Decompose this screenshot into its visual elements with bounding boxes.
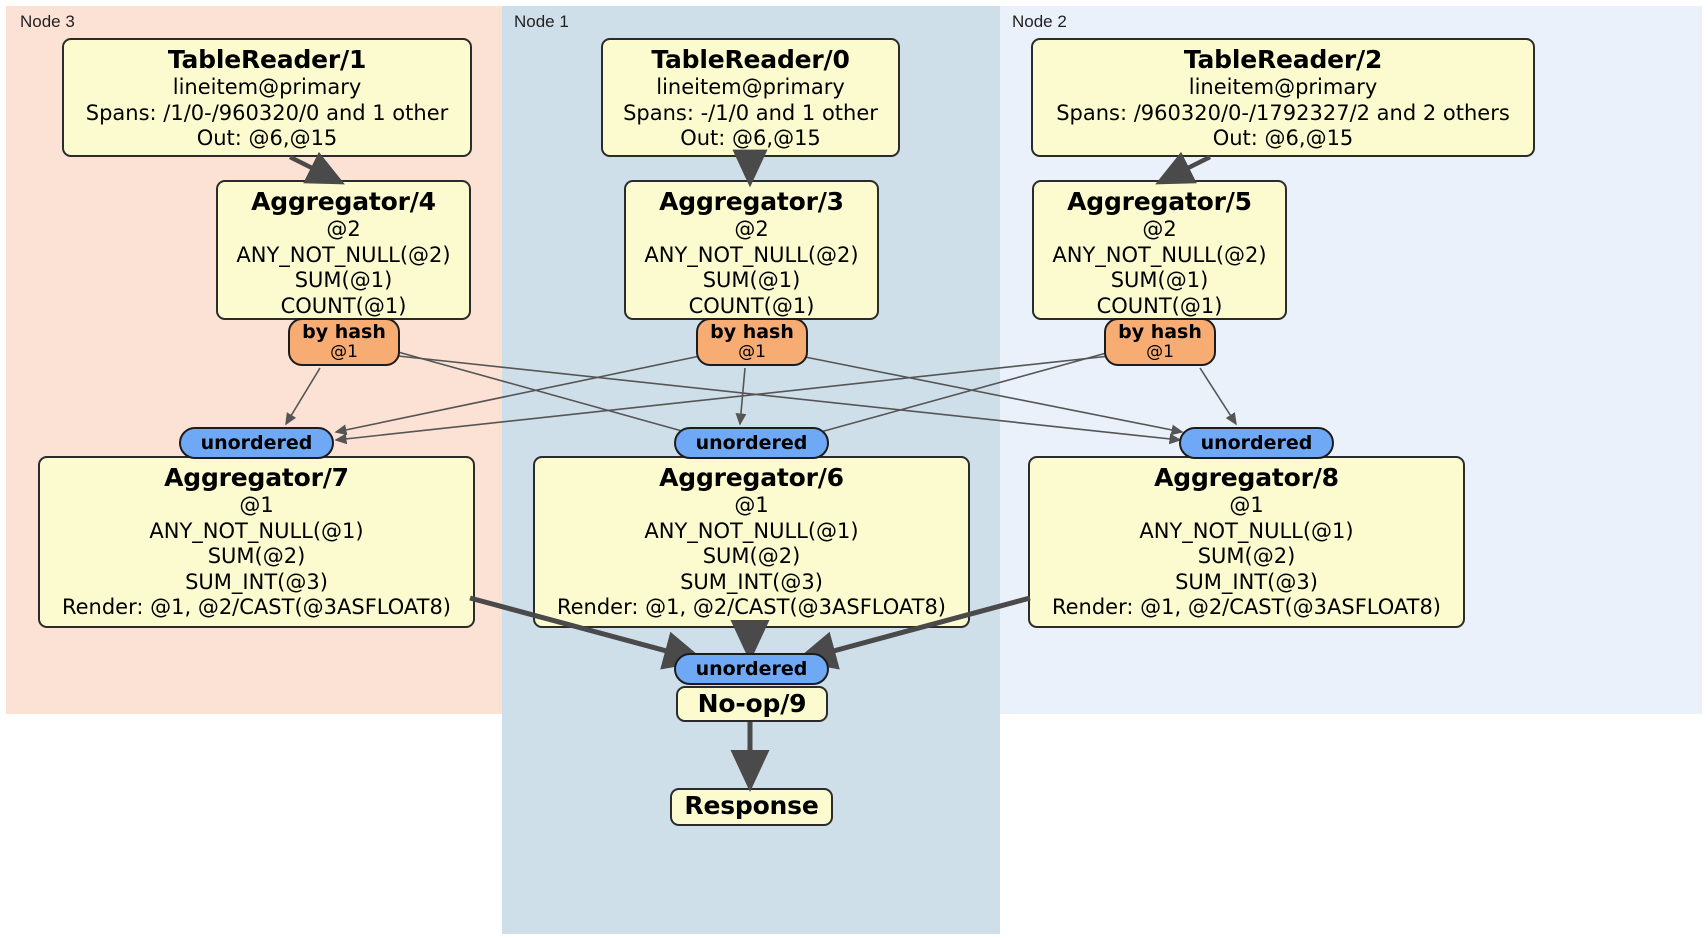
hash-router-left[interactable]: by hash @1 [288,318,400,366]
processor-aggregator-7[interactable]: Aggregator/7 @1 ANY_NOT_NULL(@1) SUM(@2)… [38,456,475,628]
processor-line: Spans: /1/0-/960320/0 and 1 other [85,100,449,125]
processor-line: Spans: /960320/0-/1792327/2 and 2 others [1056,100,1510,125]
node-label-node2: Node 2 [1012,12,1067,31]
processor-line: ANY_NOT_NULL(@2) [644,242,859,267]
processor-line: SUM(@1) [294,268,393,292]
processor-title: Aggregator/7 [164,463,349,492]
hash-router-type: by hash [302,321,386,343]
processor-line: Render: @1, @2/CAST(@3ASFLOAT8) [61,595,452,619]
processor-line: ANY_NOT_NULL(@2) [1052,242,1267,267]
processor-line: SUM(@2) [1197,544,1296,568]
hash-router-type: by hash [1118,321,1202,343]
processor-line: lineitem@primary [172,75,362,99]
processor-line: COUNT(@1) [1096,293,1223,318]
processor-response[interactable]: Response [670,788,833,826]
processor-line: lineitem@primary [1188,75,1378,99]
processor-title: No-op/9 [697,689,807,718]
processor-line: ANY_NOT_NULL(@1) [149,518,364,543]
processor-title: Response [684,791,819,820]
processor-title: Aggregator/4 [251,187,436,216]
processor-title: Aggregator/3 [659,187,844,216]
processor-table-reader-1[interactable]: TableReader/1 lineitem@primary Spans: /1… [62,38,472,157]
processor-line: SUM(@1) [702,268,801,292]
hash-router-column: @1 [330,342,358,362]
hash-router-center[interactable]: by hash @1 [696,318,808,366]
processor-line: ANY_NOT_NULL(@1) [1139,518,1354,543]
hash-router-type: by hash [710,321,794,343]
processor-line: SUM(@1) [1110,268,1209,292]
processor-no-op-9[interactable]: No-op/9 [676,686,828,722]
processor-line: @1 [1229,493,1264,517]
node-label-node3: Node 3 [20,12,75,31]
processor-line: @2 [326,217,361,241]
processor-title: Aggregator/6 [659,463,844,492]
processor-aggregator-6[interactable]: Aggregator/6 @1 ANY_NOT_NULL(@1) SUM(@2)… [533,456,970,628]
processor-line: Out: @6,@15 [680,126,821,150]
processor-line: Out: @6,@15 [196,126,338,150]
hash-router-right[interactable]: by hash @1 [1104,318,1216,366]
processor-line: SUM(@2) [702,544,801,568]
processor-line: ANY_NOT_NULL(@2) [236,242,451,267]
processor-line: Spans: -/1/0 and 1 other [623,100,878,125]
processor-table-reader-0[interactable]: TableReader/0 lineitem@primary Spans: -/… [601,38,900,157]
processor-line: @2 [1142,217,1177,241]
processor-line: Render: @1, @2/CAST(@3ASFLOAT8) [1051,595,1442,619]
synchronizer-label: unordered [695,431,808,454]
processor-aggregator-4[interactable]: Aggregator/4 @2 ANY_NOT_NULL(@2) SUM(@1)… [216,180,471,320]
processor-line: COUNT(@1) [688,293,815,318]
node-label-node1: Node 1 [514,12,569,31]
processor-title: TableReader/2 [1183,45,1383,74]
processor-line: @1 [239,493,274,517]
processor-line: SUM_INT(@3) [185,569,328,594]
processor-table-reader-2[interactable]: TableReader/2 lineitem@primary Spans: /9… [1031,38,1535,157]
processor-line: @1 [734,493,769,517]
processor-line: ANY_NOT_NULL(@1) [644,518,859,543]
processor-aggregator-5[interactable]: Aggregator/5 @2 ANY_NOT_NULL(@2) SUM(@1)… [1032,180,1287,320]
processor-aggregator-8[interactable]: Aggregator/8 @1 ANY_NOT_NULL(@1) SUM(@2)… [1028,456,1465,628]
processor-line: @2 [734,217,769,241]
synchronizer-unordered-left[interactable]: unordered [179,427,334,459]
synchronizer-label: unordered [1200,431,1313,454]
processor-title: TableReader/0 [651,45,850,74]
processor-line: SUM_INT(@3) [680,569,823,594]
synchronizer-unordered-final[interactable]: unordered [674,653,829,685]
processor-line: Render: @1, @2/CAST(@3ASFLOAT8) [556,595,947,619]
processor-line: Out: @6,@15 [1212,126,1354,150]
synchronizer-label: unordered [695,657,808,680]
hash-router-column: @1 [1146,342,1174,362]
processor-line: lineitem@primary [656,75,845,99]
processor-title: Aggregator/8 [1154,463,1339,492]
processor-title: Aggregator/5 [1067,187,1252,216]
synchronizer-unordered-right[interactable]: unordered [1179,427,1334,459]
hash-router-column: @1 [738,342,766,362]
synchronizer-unordered-center[interactable]: unordered [674,427,829,459]
processor-aggregator-3[interactable]: Aggregator/3 @2 ANY_NOT_NULL(@2) SUM(@1)… [624,180,879,320]
synchronizer-label: unordered [200,431,313,454]
processor-line: COUNT(@1) [280,293,407,318]
processor-title: TableReader/1 [167,45,367,74]
processor-line: SUM(@2) [207,544,306,568]
processor-line: SUM_INT(@3) [1175,569,1318,594]
